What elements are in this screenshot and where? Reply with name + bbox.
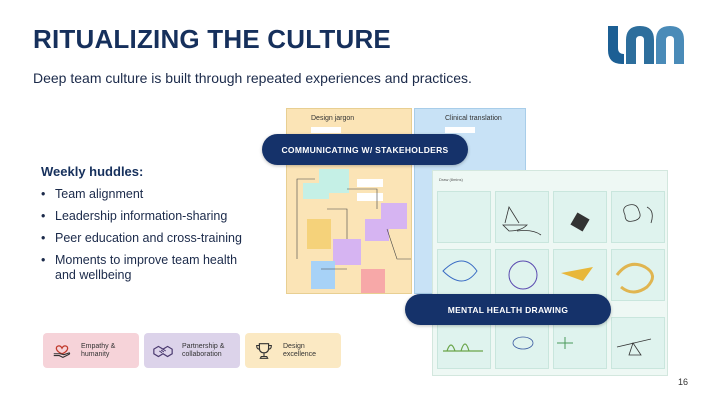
sticky-note xyxy=(361,269,385,293)
value-card-partnership: Partnership & collaboration xyxy=(144,333,240,368)
mental-health-drawing-label: MENTAL HEALTH DRAWING xyxy=(405,294,611,325)
slide-subtitle: Deep team culture is built through repea… xyxy=(33,70,472,86)
doodle-drawings xyxy=(442,204,654,356)
huddles-heading: Weekly huddles: xyxy=(41,164,144,179)
sticky-note xyxy=(445,127,475,133)
drawing-cell xyxy=(495,249,549,301)
sticky-note xyxy=(333,239,361,265)
drawing-cell xyxy=(611,191,665,243)
board-heading: Draw (8mins) xyxy=(439,177,463,182)
value-card-empathy: Empathy & humanity xyxy=(43,333,139,368)
company-logo xyxy=(608,26,684,64)
page-number: 16 xyxy=(677,377,688,387)
heart-hand-icon xyxy=(53,344,71,358)
sticky-note xyxy=(357,179,383,187)
list-item: Peer education and cross-training xyxy=(41,231,261,246)
value-label: Partnership & collaboration xyxy=(182,342,225,358)
value-label: Design excellence xyxy=(283,342,317,358)
sticky-note xyxy=(365,219,389,241)
drawing-cell xyxy=(495,317,549,369)
huddles-list: Team alignment Leadership information-sh… xyxy=(41,187,261,283)
list-item: Moments to improve team health and wellb… xyxy=(41,253,261,283)
value-label: Empathy & humanity xyxy=(81,342,116,358)
drawing-cell xyxy=(611,317,665,369)
connector-lines xyxy=(296,178,411,270)
drawing-cell xyxy=(553,191,607,243)
slide-title: RITUALIZING THE CULTURE xyxy=(33,24,391,54)
sticky-note xyxy=(303,183,329,199)
sticky-note xyxy=(311,127,341,133)
handshake-icon xyxy=(153,345,173,357)
sticky-note xyxy=(311,261,335,289)
list-item: Team alignment xyxy=(41,187,261,202)
trophy-icon xyxy=(256,342,272,359)
drawing-cell xyxy=(437,317,491,369)
value-card-design: Design excellence xyxy=(245,333,341,368)
weekly-huddles: Weekly huddles: Team alignment Leadershi… xyxy=(41,164,261,290)
drawing-cell xyxy=(437,191,491,243)
board-heading: Clinical translation xyxy=(445,115,502,122)
sticky-note xyxy=(307,219,331,249)
board-heading: Design jargon xyxy=(311,115,355,122)
list-item: Leadership information-sharing xyxy=(41,209,261,224)
drawing-cell xyxy=(437,249,491,301)
sticky-note xyxy=(357,193,383,201)
mental-health-drawing-board: Draw (8mins) xyxy=(432,170,668,376)
communicating-stakeholders-label: COMMUNICATING W/ STAKEHOLDERS xyxy=(262,134,468,165)
